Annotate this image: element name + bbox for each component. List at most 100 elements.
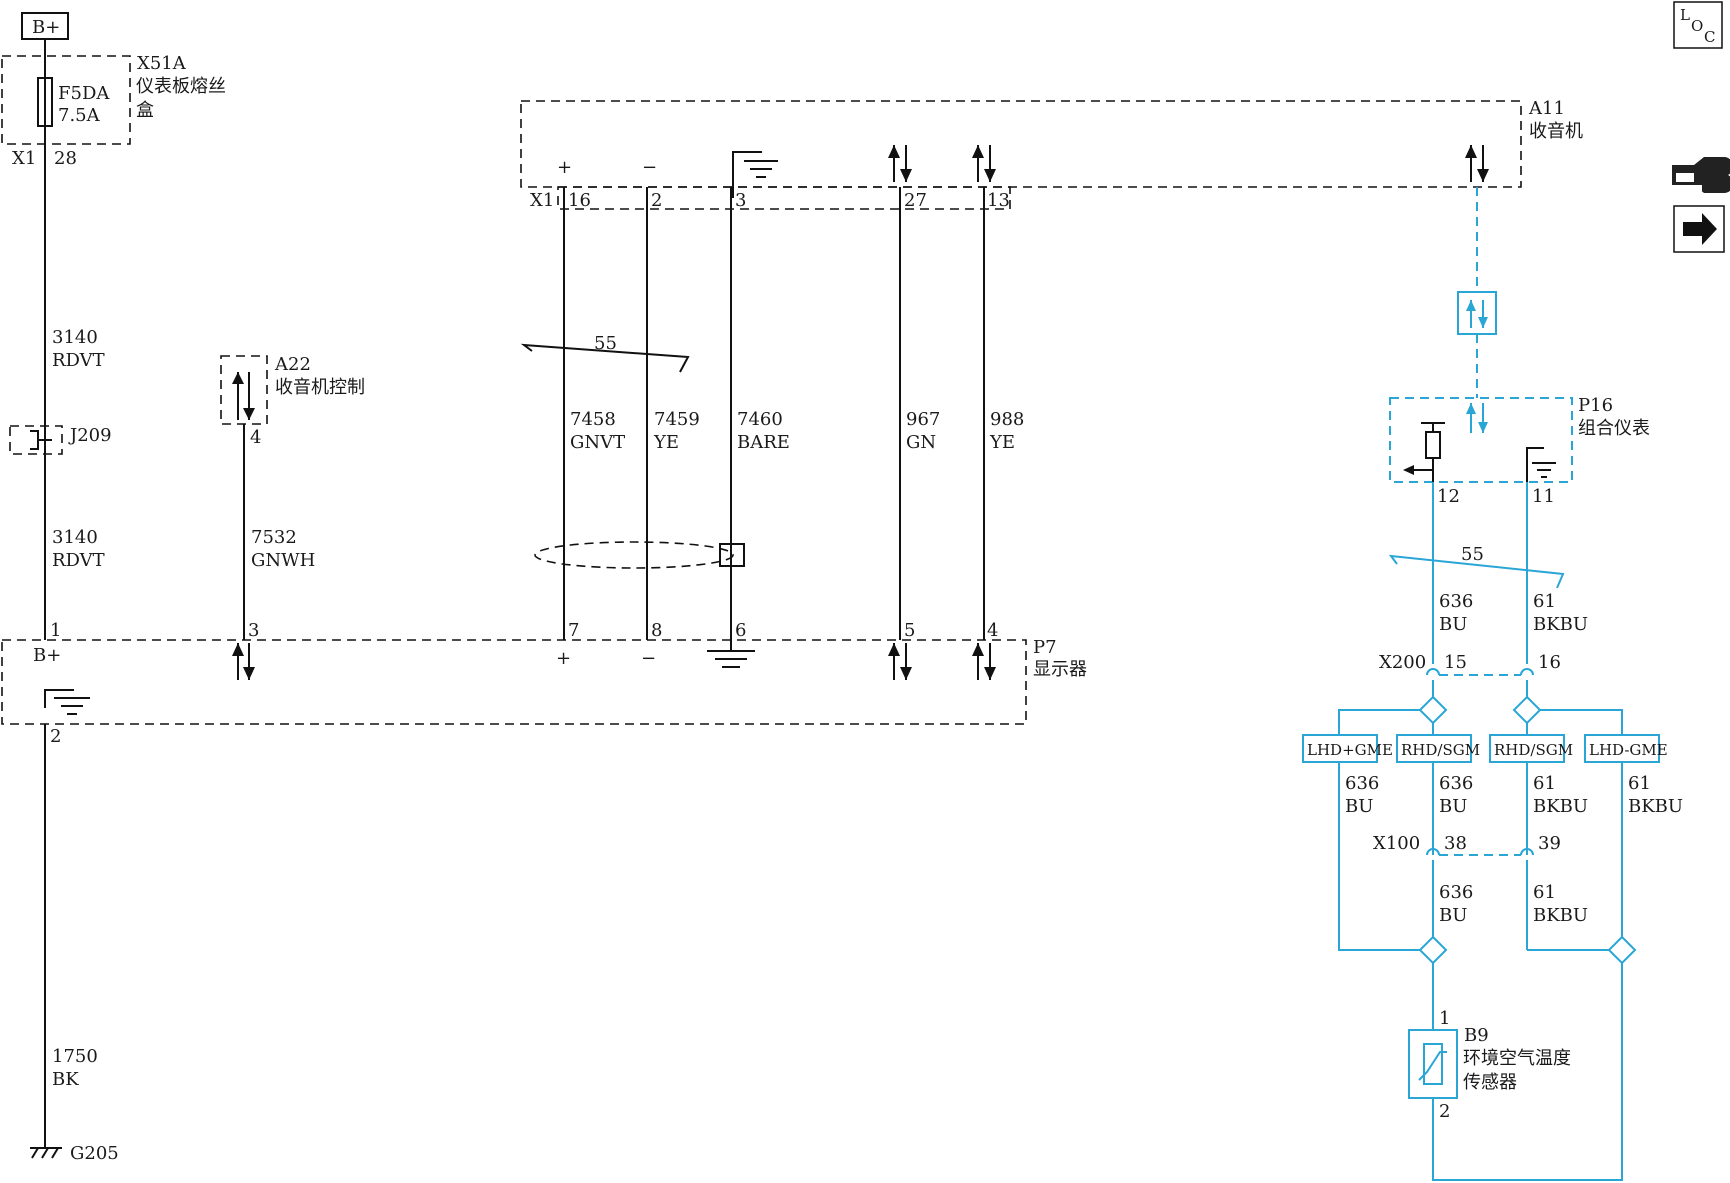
radio-wire-5-circuit: 988 — [990, 409, 1024, 430]
option-1-label: LHD+GME — [1307, 741, 1393, 759]
radio-control-pin: 4 — [250, 427, 261, 448]
option-box-4: LHD-GME — [1584, 734, 1668, 763]
display-pin-5: 5 — [904, 620, 915, 641]
radio-can-arrows — [1465, 145, 1489, 182]
display-internal-ground — [44, 689, 90, 715]
radio-pin-2: 2 — [651, 190, 662, 211]
lower-wire-636-color: BU — [1439, 905, 1467, 926]
twisted-pair-marker-2 — [1388, 554, 1565, 589]
cluster-id: P16 — [1578, 395, 1613, 416]
fuse-box: X51A 仪表板熔丝 盒 F5DA 7.5A X1 28 — [1, 53, 226, 169]
twisted-pair-label: 55 — [594, 333, 617, 354]
power-source: B+ — [21, 12, 69, 40]
option-wire-2-color: BU — [1439, 796, 1467, 817]
lower-wire-61-color: BKBU — [1533, 905, 1588, 926]
lower-wire-61-circuit: 61 — [1533, 882, 1556, 903]
power-wire-lower-color: RDVT — [52, 550, 105, 571]
option-2-label: RHD/SGM — [1401, 741, 1480, 759]
twisted-pair-marker — [520, 343, 690, 373]
display-shield-ground — [707, 640, 755, 668]
radio-wire-4-circuit: 967 — [906, 409, 940, 430]
option-wire-4-color: BKBU — [1628, 796, 1683, 817]
cluster-wire-636-circuit: 636 — [1439, 591, 1473, 612]
display-data-arrows-5 — [888, 643, 912, 680]
x200-id: X200 — [1379, 652, 1426, 673]
splice-61-upper — [1512, 695, 1542, 725]
j209-label: J209 — [68, 425, 112, 446]
control-wire-color: GNWH — [251, 550, 315, 571]
radio-wire-4-color: GN — [906, 432, 936, 453]
option-wire-lhd-gme-636 — [1338, 762, 1420, 951]
loc-o: O — [1691, 17, 1703, 35]
power-wire-lower-circuit: 3140 — [52, 527, 98, 548]
fuse-box-name-2: 盒 — [136, 100, 154, 121]
fuse-id: F5DA — [58, 83, 110, 104]
loc-badge[interactable]: L O C — [1673, 1, 1723, 49]
power-wire-circuit: 3140 — [52, 327, 98, 348]
option-wire-3-circuit: 61 — [1533, 773, 1556, 794]
radio-wire-3-circuit: 7460 — [737, 409, 783, 430]
radio-pin-16: 16 — [568, 190, 591, 211]
splice-636-lower — [1418, 935, 1448, 965]
option-4-label: LHD-GME — [1589, 741, 1668, 759]
display-pin-4: 4 — [987, 620, 998, 641]
fuse-box-id: X51A — [137, 53, 187, 74]
instrument-cluster: P16 组合仪表 12 11 — [1389, 395, 1650, 507]
sensor-return-wire — [1432, 963, 1623, 1181]
radio-wire-3-color: BARE — [737, 432, 790, 453]
radio-wire-5-color: YE — [989, 432, 1015, 453]
power-label: B+ — [32, 17, 60, 38]
next-page-arrow-icon[interactable] — [1673, 205, 1725, 253]
display-minus: − — [641, 648, 656, 669]
radio-data-arrows-13 — [972, 145, 996, 182]
ground-wire-color: BK — [52, 1069, 79, 1090]
display-data-arrows-4 — [972, 643, 996, 680]
radio-control-module: A22 收音机控制 4 — [220, 354, 365, 448]
loc-c: C — [1704, 28, 1715, 46]
x200-pin-15: 15 — [1444, 652, 1467, 673]
radio-connector: X1 — [530, 190, 554, 211]
radio-plus: + — [557, 157, 572, 178]
fuse-pin: 28 — [54, 148, 77, 169]
option-box-3: RHD/SGM — [1489, 734, 1573, 763]
display-id: P7 — [1033, 637, 1057, 658]
radio-name: 收音机 — [1529, 121, 1583, 142]
loc-l: L — [1680, 6, 1690, 24]
cable-shield — [534, 541, 745, 569]
radio-wire-2-color: YE — [653, 432, 679, 453]
lower-wire-636-circuit: 636 — [1439, 882, 1473, 903]
display-control-arrows — [232, 643, 255, 680]
x100-pin-38: 38 — [1444, 833, 1467, 854]
cluster-pin-11: 11 — [1532, 486, 1555, 507]
splice-61-lower — [1607, 935, 1637, 965]
cluster-wire-61-circuit: 61 — [1533, 591, 1556, 612]
power-wire-color: RDVT — [52, 350, 105, 371]
sensor-id: B9 — [1464, 1025, 1489, 1046]
cluster-wire-61-color: BKBU — [1533, 614, 1588, 635]
option-wire-2-circuit: 636 — [1439, 773, 1473, 794]
sensor-name-2: 传感器 — [1463, 1072, 1517, 1093]
display-module: P7 显示器 B+ + − 1 3 7 8 6 5 4 — [1, 620, 1087, 747]
display-pin-7: 7 — [568, 620, 579, 641]
control-wire-circuit: 7532 — [251, 527, 297, 548]
ambient-temp-sensor: B9 环境空气温度 传感器 1 2 — [1408, 1008, 1571, 1122]
inline-connector-x200: X200 15 16 — [1379, 652, 1561, 676]
service-wrench-icon[interactable] — [1672, 157, 1730, 193]
connector-j209: J209 — [9, 425, 112, 455]
splice-636-upper — [1418, 695, 1448, 725]
cluster-pin-12: 12 — [1437, 486, 1460, 507]
option-wire-1-color: BU — [1345, 796, 1373, 817]
option-wire-3-color: BKBU — [1533, 796, 1588, 817]
display-name: 显示器 — [1033, 659, 1087, 680]
radio-id: A11 — [1528, 98, 1565, 119]
radio-control-id: A22 — [274, 354, 311, 375]
chassis-ground-g205: G205 — [30, 1143, 119, 1164]
radio-pin-3: 3 — [735, 190, 746, 211]
display-pin-1: 1 — [50, 620, 61, 641]
fuse-rating: 7.5A — [58, 105, 101, 126]
radio-wire-1-circuit: 7458 — [570, 409, 616, 430]
can-junction-box — [1457, 291, 1497, 335]
twisted-pair-2-label: 55 — [1461, 544, 1484, 565]
x100-pin-39: 39 — [1538, 833, 1561, 854]
